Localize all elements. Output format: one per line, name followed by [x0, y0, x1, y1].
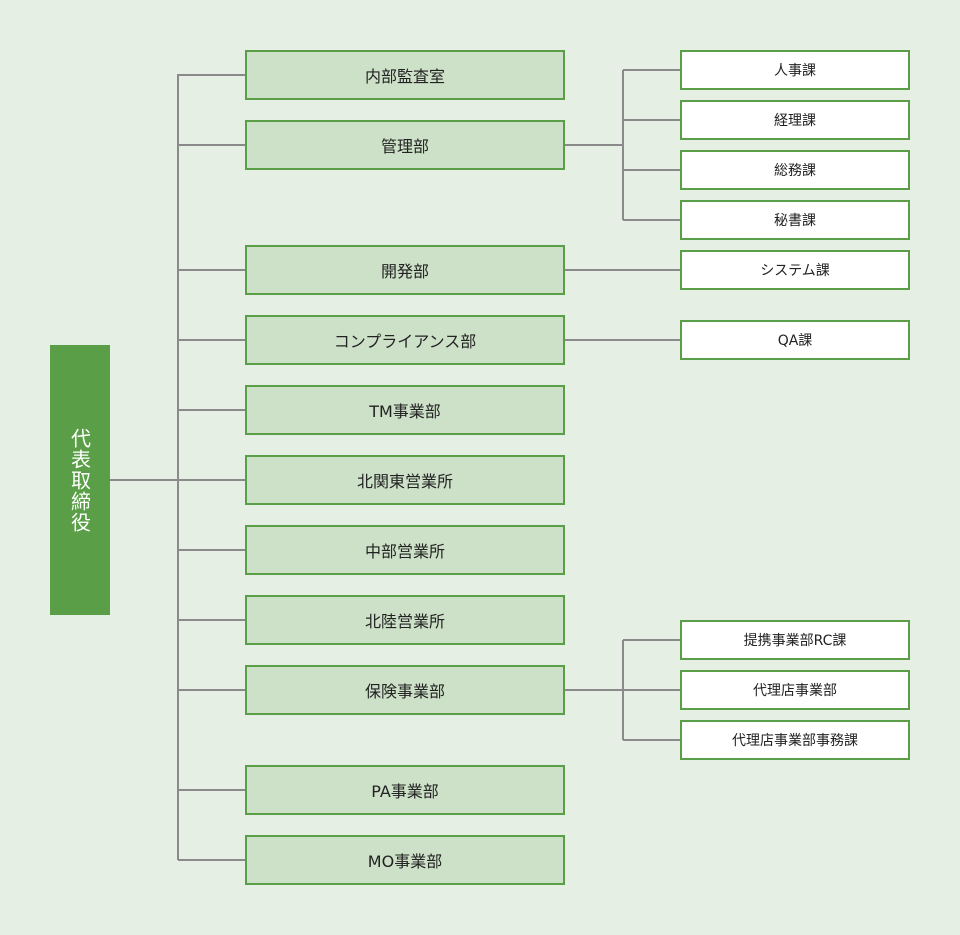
dept-development: 開発部 [245, 245, 565, 295]
section-agency-office: 代理店事業部事務課 [680, 720, 910, 760]
section-partner-rc: 提携事業部RC課 [680, 620, 910, 660]
section-accounting: 経理課 [680, 100, 910, 140]
dept-pa-business: PA事業部 [245, 765, 565, 815]
dept-insurance: 保険事業部 [245, 665, 565, 715]
section-secretary: 秘書課 [680, 200, 910, 240]
dept-kitakanto-office: 北関東営業所 [245, 455, 565, 505]
dept-compliance: コンプライアンス部 [245, 315, 565, 365]
ceo-label: 代表取締役 [67, 427, 92, 533]
section-system: システム課 [680, 250, 910, 290]
section-hr: 人事課 [680, 50, 910, 90]
section-agency: 代理店事業部 [680, 670, 910, 710]
dept-chubu-office: 中部営業所 [245, 525, 565, 575]
dept-mo-business: MO事業部 [245, 835, 565, 885]
dept-administration: 管理部 [245, 120, 565, 170]
dept-hokuriku-office: 北陸営業所 [245, 595, 565, 645]
ceo-box: 代表取締役 [50, 345, 110, 615]
dept-tm-business: TM事業部 [245, 385, 565, 435]
section-general-affairs: 総務課 [680, 150, 910, 190]
dept-internal-audit: 内部監査室 [245, 50, 565, 100]
section-qa: QA課 [680, 320, 910, 360]
